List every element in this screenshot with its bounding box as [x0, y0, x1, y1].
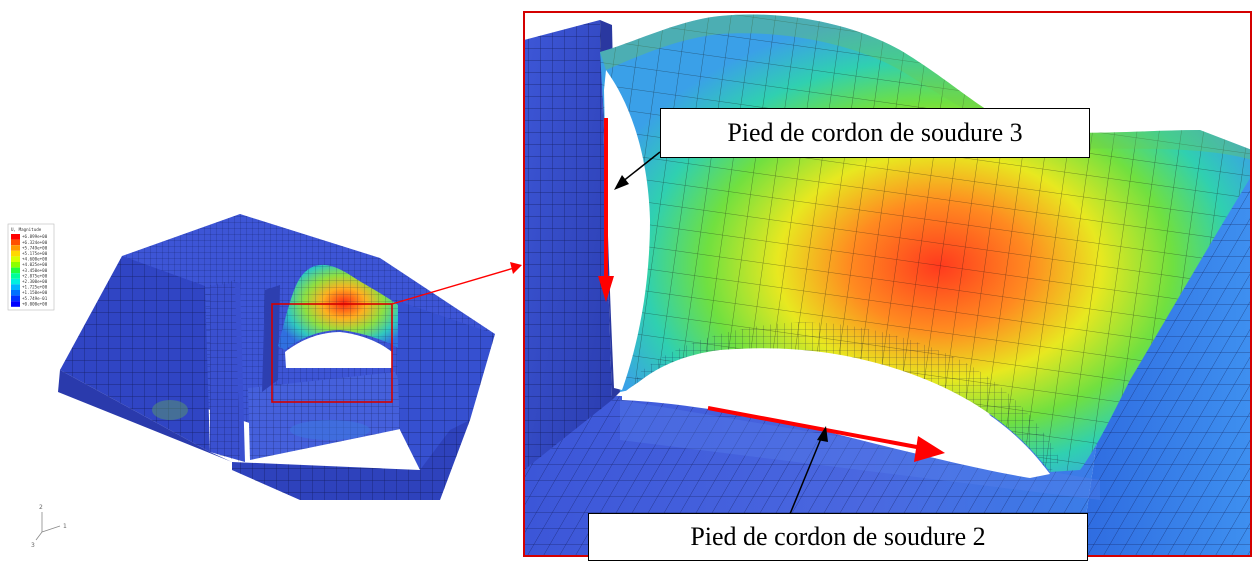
legend-value: +5.175e+00 — [22, 251, 48, 256]
legend-swatch — [11, 295, 20, 302]
callout-weld-toe-2: Pied de cordon de soudure 2 — [588, 513, 1088, 561]
axis-label-3: 3 — [31, 542, 35, 549]
legend-value: +2.875e+00 — [22, 273, 48, 278]
zoomed-view — [524, 12, 1252, 557]
legend-value: +2.300e+00 — [22, 279, 48, 284]
legend-title: U, Magnitude — [11, 227, 42, 232]
axis-triad: 2 1 3 — [31, 504, 67, 549]
legend-swatch — [11, 234, 20, 240]
legend-value: +5.749e+00 — [22, 245, 48, 250]
legend-swatch — [11, 262, 20, 268]
legend-swatch — [11, 273, 20, 279]
legend-value: +5.749e-01 — [22, 296, 48, 301]
legend-swatch — [11, 278, 20, 285]
legend-swatch — [11, 290, 20, 296]
model-overview — [58, 214, 495, 500]
zoom-connector-arrow — [391, 262, 522, 305]
callout-weld-toe-3: Pied de cordon de soudure 3 — [660, 108, 1090, 158]
legend-swatch — [11, 284, 20, 290]
legend-value: +0.000e+00 — [22, 301, 48, 306]
leader-line-3 — [614, 151, 661, 190]
legend-value: +3.450e+00 — [22, 268, 48, 273]
legend-value: +4.600e+00 — [22, 257, 48, 262]
legend-value: +6.899e+00 — [22, 234, 48, 239]
contour-legend: U, Magnitude +6.899e+00+6.324e+00+5.749e… — [7, 223, 55, 311]
weld-arrow-2 — [707, 406, 945, 462]
axis-label-2: 2 — [39, 504, 43, 511]
legend-value: +1.725e+00 — [22, 285, 48, 290]
legend-value: +4.025e+00 — [22, 262, 48, 267]
legend-swatch — [11, 239, 20, 246]
axis-label-1: 1 — [63, 523, 67, 530]
legend-value: +1.150e+00 — [22, 290, 48, 295]
legend-swatch — [11, 301, 20, 307]
leader-line-2 — [789, 426, 828, 515]
weld-arrow-3 — [598, 118, 614, 302]
legend-swatch — [11, 256, 20, 262]
zoom-region-frame — [271, 303, 393, 403]
legend-swatch — [11, 267, 20, 274]
legend-swatch — [11, 250, 20, 257]
legend-value: +6.324e+00 — [22, 240, 48, 245]
legend-swatch — [11, 245, 20, 251]
